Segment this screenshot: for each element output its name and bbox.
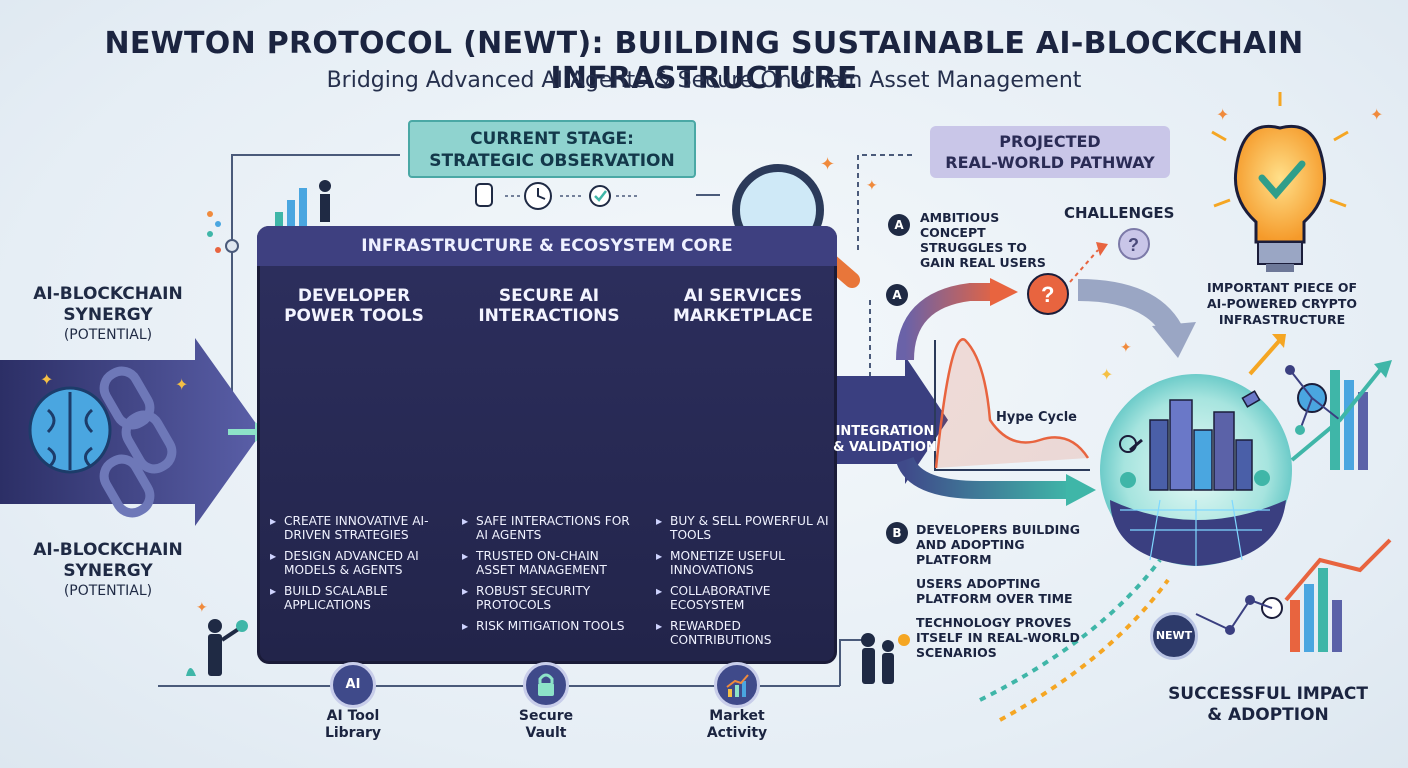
list-item: RISK MITIGATION TOOLS (462, 619, 638, 633)
newt-token-icon: NEWT (1150, 612, 1198, 660)
svg-text:✦: ✦ (196, 599, 208, 615)
synergy-bottom-note: (POTENTIAL) (63, 583, 153, 599)
clock-icon (524, 182, 552, 210)
node-label-line: Market (709, 708, 765, 724)
column-title-line: SECURE AI (498, 286, 600, 306)
important-piece-label: IMPORTANT PIECE OF AI-POWERED CRYPTO INF… (1196, 280, 1368, 328)
page-subtitle: Bridging Advanced AI Agents & Secure On-… (326, 68, 1082, 93)
projected-line2: REAL-WORLD PATHWAY (945, 153, 1155, 172)
hype-cycle-chart (934, 338, 1090, 471)
list-item: USERS ADOPTING PLATFORM OVER TIME (916, 576, 1073, 606)
path-a-description: AMBITIOUS CONCEPT STRUGGLES TO GAIN REAL… (920, 210, 1050, 270)
vault-icon (523, 662, 569, 708)
synergy-top-note: (POTENTIAL) (63, 327, 153, 343)
svg-text:✦: ✦ (1216, 107, 1229, 124)
path-a-line: CONCEPT (920, 225, 986, 240)
column-title-line: POWER TOOLS (284, 306, 424, 326)
success-line: SUCCESSFUL IMPACT (1168, 684, 1368, 704)
svg-text:✦: ✦ (1100, 367, 1113, 384)
path-a-line: STRUGGLES TO (920, 240, 1027, 255)
hype-cycle-label: Hype Cycle (996, 410, 1077, 425)
path-a-line: GAIN REAL USERS (920, 255, 1046, 270)
market-chart-small-icon (726, 674, 749, 697)
list-item: BUY & SELL POWERFUL AI TOOLS (656, 514, 832, 542)
question-icon: ? ? (1027, 228, 1150, 315)
list-item: TRUSTED ON-CHAIN ASSET MANAGEMENT (462, 549, 638, 577)
banner-line1: CURRENT STAGE: (470, 129, 634, 149)
column-title-secure: SECURE AI INTERACTIONS (455, 286, 643, 326)
synergy-bottom-heading1: AI-BLOCKCHAIN (33, 540, 183, 560)
important-line: AI-POWERED CRYPTO (1207, 296, 1357, 311)
integration-validation-label: INTEGRATION & VALIDATION (830, 424, 940, 456)
column-title-line: AI SERVICES (683, 286, 803, 306)
lightbulb-icon (1211, 92, 1349, 272)
chart-icon (714, 662, 760, 708)
column-title-line: DEVELOPER (297, 286, 411, 306)
list-item: CREATE INNOVATIVE AI-DRIVEN STRATEGIES (270, 514, 446, 542)
path-a-badge-secondary: A (886, 284, 908, 306)
list-item: ROBUST SECURITY PROTOCOLS (462, 584, 638, 612)
list-item: REWARDED CONTRIBUTIONS (656, 619, 832, 647)
ecosystem-core-heading: INFRASTRUCTURE & ECOSYSTEM CORE (257, 226, 837, 266)
important-line: INFRASTRUCTURE (1218, 312, 1346, 327)
synergy-label-bottom: AI-BLOCKCHAIN SYNERGY (POTENTIAL) (8, 540, 208, 600)
success-line: & ADOPTION (1207, 705, 1329, 725)
list-item: BUILD SCALABLE APPLICATIONS (270, 584, 446, 612)
path-a-line: AMBITIOUS (920, 210, 1000, 225)
chain-icon (99, 366, 177, 518)
challenges-label: CHALLENGES (1064, 204, 1175, 222)
synergy-bottom-heading2: SYNERGY (63, 561, 153, 581)
svg-text:✦: ✦ (175, 377, 188, 394)
node-label-line: Activity (706, 725, 768, 741)
path-b-bullet-list: DEVELOPERS BUILDING AND ADOPTING PLATFOR… (916, 522, 1088, 660)
page-title: NEWTON PROTOCOL (NEWT): BUILDING SUSTAIN… (104, 26, 1304, 96)
svg-text:?: ? (1128, 235, 1139, 255)
list-item: SAFE INTERACTIONS FOR AI AGENTS (462, 514, 638, 542)
city-globe-icon (1100, 374, 1292, 566)
synergy-top-heading1: AI-BLOCKCHAIN (33, 284, 183, 304)
column-title-line: MARKETPLACE (672, 306, 814, 326)
svg-text:✦: ✦ (866, 177, 878, 193)
secure-bullet-list: SAFE INTERACTIONS FOR AI AGENTS TRUSTED … (462, 514, 638, 640)
watch-icon (475, 183, 493, 207)
ai-tool-library-node: AI (330, 662, 376, 708)
banner-line2: STRATEGIC OBSERVATION (429, 151, 675, 171)
synergy-label-top: AI-BLOCKCHAIN SYNERGY (POTENTIAL) (8, 284, 208, 344)
marketplace-bullet-list: BUY & SELL POWERFUL AI TOOLS MONETIZE US… (656, 514, 832, 654)
developer-bullet-list: CREATE INNOVATIVE AI-DRIVEN STRATEGIES D… (270, 514, 446, 619)
svg-text:✦: ✦ (40, 372, 53, 389)
integration-line: INTEGRATION (835, 424, 935, 439)
current-stage-banner: CURRENT STAGE: STRATEGIC OBSERVATION (408, 120, 696, 178)
integration-line: & VALIDATION (833, 440, 937, 455)
synergy-top-heading2: SYNERGY (63, 305, 153, 325)
list-item: COLLABORATIVE ECOSYSTEM (656, 584, 832, 612)
node-label-line: Library (324, 725, 382, 741)
svg-text:✦: ✦ (820, 154, 835, 174)
node-label-line: Vault (525, 725, 567, 741)
svg-text:✦: ✦ (1120, 339, 1132, 355)
list-item: TECHNOLOGY PROVES ITSELF IN REAL-WORLD S… (916, 615, 1080, 660)
list-item: DESIGN ADVANCED AI MODELS & AGENTS (270, 549, 446, 577)
secure-vault-label: Secure Vault (491, 708, 601, 742)
success-label: SUCCESSFUL IMPACT & ADOPTION (1168, 684, 1368, 726)
column-title-developer: DEVELOPER POWER TOOLS (260, 286, 448, 326)
projected-line1: PROJECTED (999, 132, 1101, 151)
node-label-line: AI Tool (326, 708, 380, 724)
svg-text:✦: ✦ (1370, 107, 1383, 124)
column-title-marketplace: AI SERVICES MARKETPLACE (649, 286, 837, 326)
ai-tool-library-label: AI Tool Library (298, 708, 408, 742)
column-title-line: INTERACTIONS (478, 306, 620, 326)
svg-text:?: ? (1041, 282, 1054, 307)
list-item: MONETIZE USEFUL INNOVATIONS (656, 549, 832, 577)
padlock-small-icon (538, 673, 554, 696)
node-label-line: Secure (518, 708, 574, 724)
important-line: IMPORTANT PIECE OF (1206, 280, 1358, 295)
list-item: DEVELOPERS BUILDING AND ADOPTING PLATFOR… (916, 522, 1080, 567)
path-a-badge: A (888, 214, 910, 236)
path-b-badge: B (886, 522, 908, 544)
brain-icon (28, 386, 112, 474)
market-activity-label: Market Activity (682, 708, 792, 742)
projected-pathway-label: PROJECTED REAL-WORLD PATHWAY (930, 126, 1170, 178)
